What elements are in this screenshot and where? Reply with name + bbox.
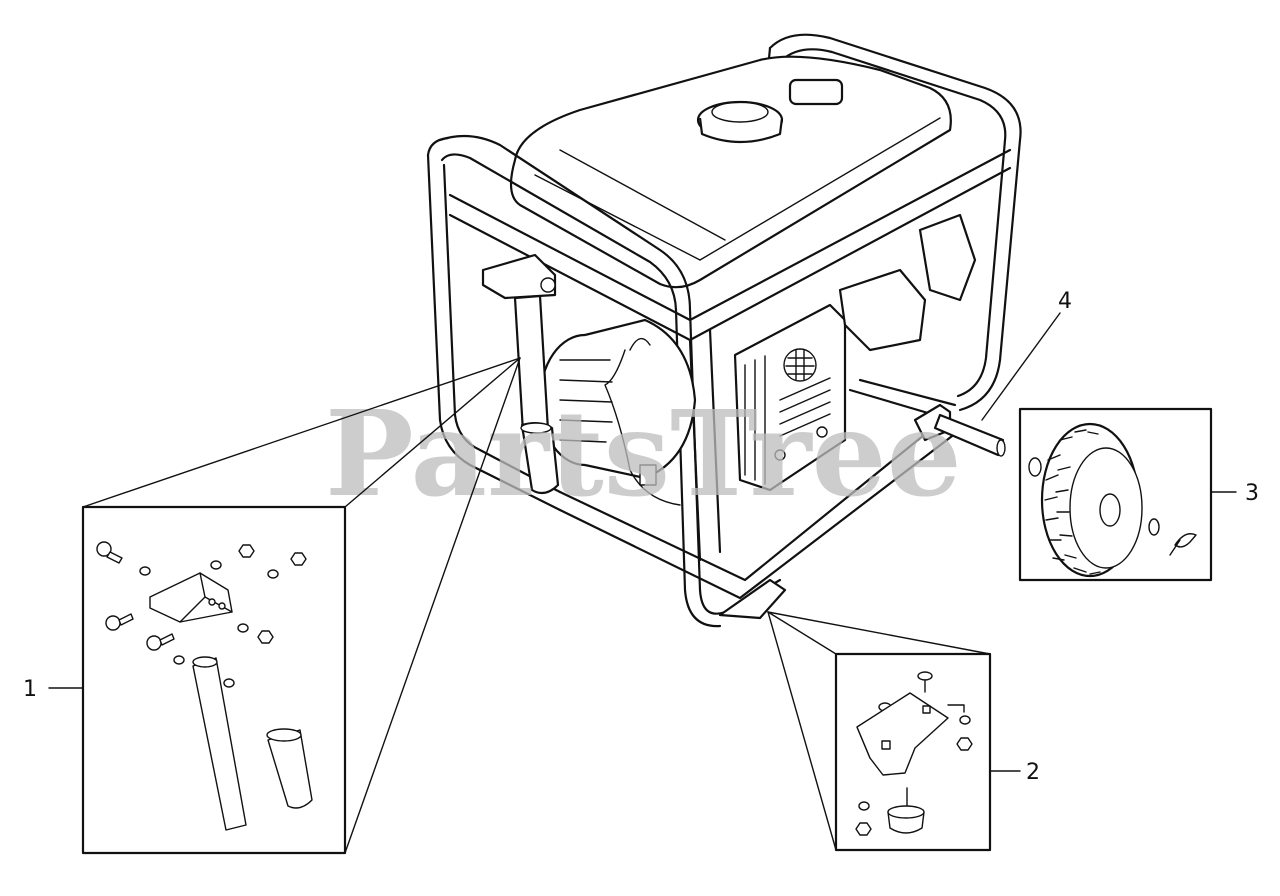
washer-icon	[1028, 457, 1042, 477]
muffler	[918, 213, 977, 302]
nut-icon	[238, 544, 255, 558]
washer-icon	[139, 566, 151, 576]
handle-bracket	[149, 572, 233, 623]
air-filter	[838, 268, 927, 352]
bolt-icon	[146, 633, 175, 651]
nut-icon	[290, 552, 307, 566]
washer-icon	[858, 801, 870, 811]
washer-icon	[267, 569, 279, 579]
fuel-cap	[696, 100, 784, 144]
generator-assembly	[426, 33, 1022, 628]
handle-installed	[481, 253, 560, 495]
nut-icon	[855, 822, 872, 836]
handle-grip	[266, 728, 313, 809]
washer-icon	[173, 655, 185, 665]
wheel	[1040, 422, 1143, 578]
callout-1-handle-kit: 1	[23, 677, 37, 702]
callout-2-foot-kit: 2	[1026, 760, 1040, 785]
washer-icon	[210, 560, 222, 570]
axle-shaft	[933, 413, 1005, 457]
detail-box-handle-kit	[48, 357, 521, 855]
nut-icon	[956, 737, 973, 751]
callout-4-axle: 4	[1058, 289, 1072, 314]
bolt-icon	[105, 613, 134, 631]
hairpin-clip-icon	[1169, 533, 1197, 556]
axle-leader-line	[981, 312, 1061, 421]
detail-box-foot-kit	[767, 611, 1021, 852]
engine-block	[733, 303, 847, 492]
terminal-block	[639, 464, 657, 486]
washer-icon	[237, 623, 249, 633]
bolt-icon	[96, 541, 123, 564]
alternator	[538, 318, 697, 480]
washer-icon	[223, 678, 235, 688]
handle-tube	[192, 656, 247, 831]
foot-bracket	[856, 692, 949, 776]
washer-icon	[959, 715, 971, 725]
screw-icon	[917, 671, 933, 693]
rubber-foot	[887, 787, 925, 834]
detail-box-wheel-kit	[1018, 407, 1237, 582]
foot-installed	[718, 578, 787, 620]
callout-3-wheel-kit: 3	[1245, 481, 1259, 506]
washer-icon	[1148, 518, 1160, 536]
watermark: PartsTree	[325, 384, 962, 523]
nut-icon	[257, 630, 274, 644]
fuel-gauge	[788, 78, 844, 106]
